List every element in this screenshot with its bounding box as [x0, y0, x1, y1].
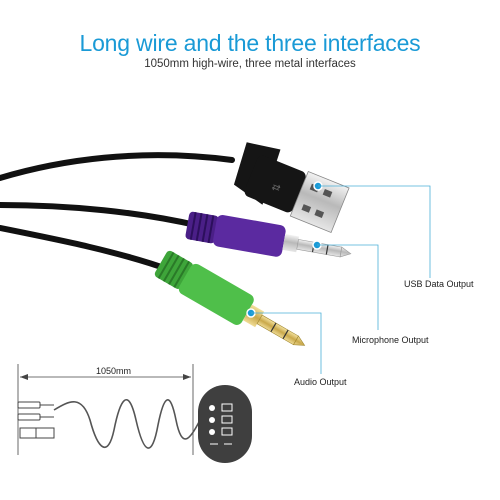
svg-text:⇄: ⇄: [270, 181, 282, 194]
audio-output-label: Audio Output: [294, 377, 347, 387]
mic-callout-line: [317, 244, 379, 330]
audio-cable: [0, 225, 173, 273]
mic-plug: [185, 211, 352, 258]
speaker-device-icon: [198, 385, 252, 463]
length-schematic: [17, 364, 252, 463]
usb-plug: ⇄: [233, 142, 350, 234]
audio-callout-line: [251, 312, 322, 374]
callout-lines: [251, 185, 431, 374]
mic-output-label: Microphone Output: [352, 335, 429, 345]
cables: [0, 152, 235, 273]
mic-cable: [0, 202, 203, 229]
usb-output-label: USB Data Output: [404, 279, 474, 289]
page-subtitle: 1050mm high-wire, three metal interfaces: [144, 58, 356, 70]
mini-plugs-icon: [17, 401, 55, 439]
audio-plug: [154, 250, 306, 346]
page-title: Long wire and the three interfaces: [79, 30, 421, 56]
usb-cable: [0, 152, 235, 181]
usb-callout-line: [318, 185, 431, 278]
length-label: 1050mm: [94, 366, 134, 376]
wavy-cable-icon: [53, 398, 201, 449]
